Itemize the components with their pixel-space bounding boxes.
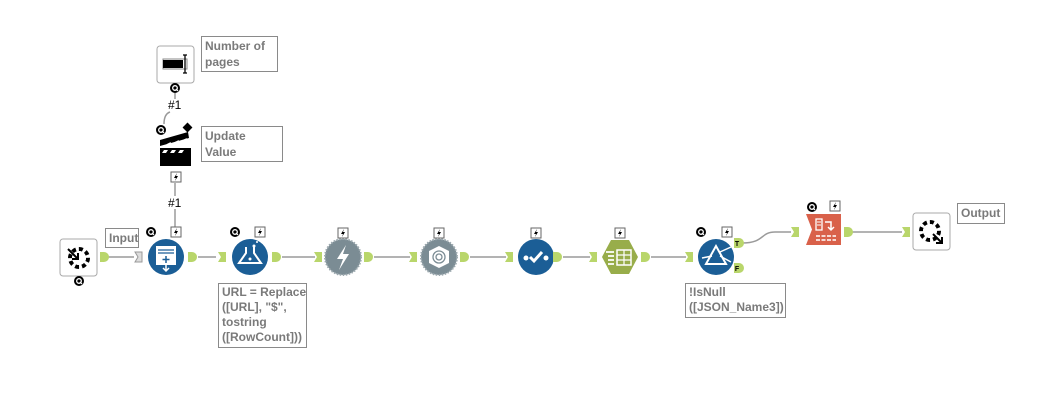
output-anchor[interactable] xyxy=(188,252,197,262)
connections xyxy=(108,93,902,258)
output-anchor[interactable] xyxy=(364,252,373,262)
output-anchor[interactable] xyxy=(844,227,853,237)
question-badge-icon xyxy=(145,226,157,238)
json-parse-tool[interactable] xyxy=(420,238,458,276)
numeric-updown-tool[interactable] xyxy=(156,45,195,84)
input-anchor[interactable] xyxy=(314,252,322,262)
lightning-badge-icon xyxy=(530,227,542,239)
annotation-input: Input xyxy=(105,228,139,248)
lightning-badge-icon xyxy=(433,227,445,239)
output-anchor[interactable] xyxy=(100,252,109,262)
filter-tool[interactable] xyxy=(698,239,734,275)
question-badge-icon xyxy=(806,201,818,213)
annotation-update-value: Update Value xyxy=(201,126,283,162)
connection-label: #1 xyxy=(168,196,182,210)
question-badge-icon xyxy=(695,226,707,238)
connection-label: #1 xyxy=(168,98,182,112)
annotation-filter: !IsNull ([JSON_Name3]) xyxy=(685,283,786,318)
output-anchor[interactable] xyxy=(553,252,562,262)
false-anchor[interactable]: F xyxy=(734,263,744,273)
download-tool[interactable] xyxy=(324,238,362,276)
annotation-formula: URL = Replace ([URL], "$", tostring ([Ro… xyxy=(218,283,307,348)
output-anchor[interactable] xyxy=(272,252,281,262)
formula-tool[interactable] xyxy=(232,239,268,275)
input-anchor[interactable] xyxy=(218,252,226,262)
annotation-number-of-pages: Number of pages xyxy=(201,36,278,72)
cross-tab-tool[interactable] xyxy=(602,240,638,274)
input-anchor[interactable] xyxy=(791,227,799,237)
lightning-badge-icon xyxy=(614,227,626,239)
true-anchor-label: T xyxy=(735,241,740,248)
transpose-tool[interactable] xyxy=(806,214,841,245)
text-to-columns-tool[interactable] xyxy=(518,239,554,275)
true-anchor[interactable]: T xyxy=(734,238,744,248)
macro-output-tool[interactable] xyxy=(912,212,951,251)
lightning-badge-icon xyxy=(170,226,182,238)
lightning-badge-icon xyxy=(254,226,266,238)
lightning-badge-icon xyxy=(829,200,841,212)
input-anchor[interactable] xyxy=(134,251,143,263)
macro-input-tool[interactable] xyxy=(59,238,98,277)
question-badge-icon xyxy=(229,226,241,238)
question-badge-icon xyxy=(169,82,181,94)
false-anchor-label: F xyxy=(735,266,740,273)
lightning-badge-icon xyxy=(721,226,733,238)
question-badge-icon xyxy=(73,275,85,287)
action-tool[interactable] xyxy=(160,122,193,166)
input-anchor[interactable] xyxy=(409,252,417,262)
annotation-output: Output xyxy=(957,203,1005,224)
lightning-badge-icon xyxy=(170,171,182,183)
input-anchor[interactable] xyxy=(589,252,597,262)
input-anchor[interactable] xyxy=(685,252,693,262)
output-anchor[interactable] xyxy=(460,252,469,262)
input-anchor[interactable] xyxy=(902,227,910,237)
generate-rows-tool[interactable] xyxy=(148,239,184,275)
output-anchor[interactable] xyxy=(641,252,650,262)
lightning-badge-icon xyxy=(337,227,349,239)
input-anchor[interactable] xyxy=(505,252,513,262)
question-badge-icon xyxy=(155,124,167,136)
